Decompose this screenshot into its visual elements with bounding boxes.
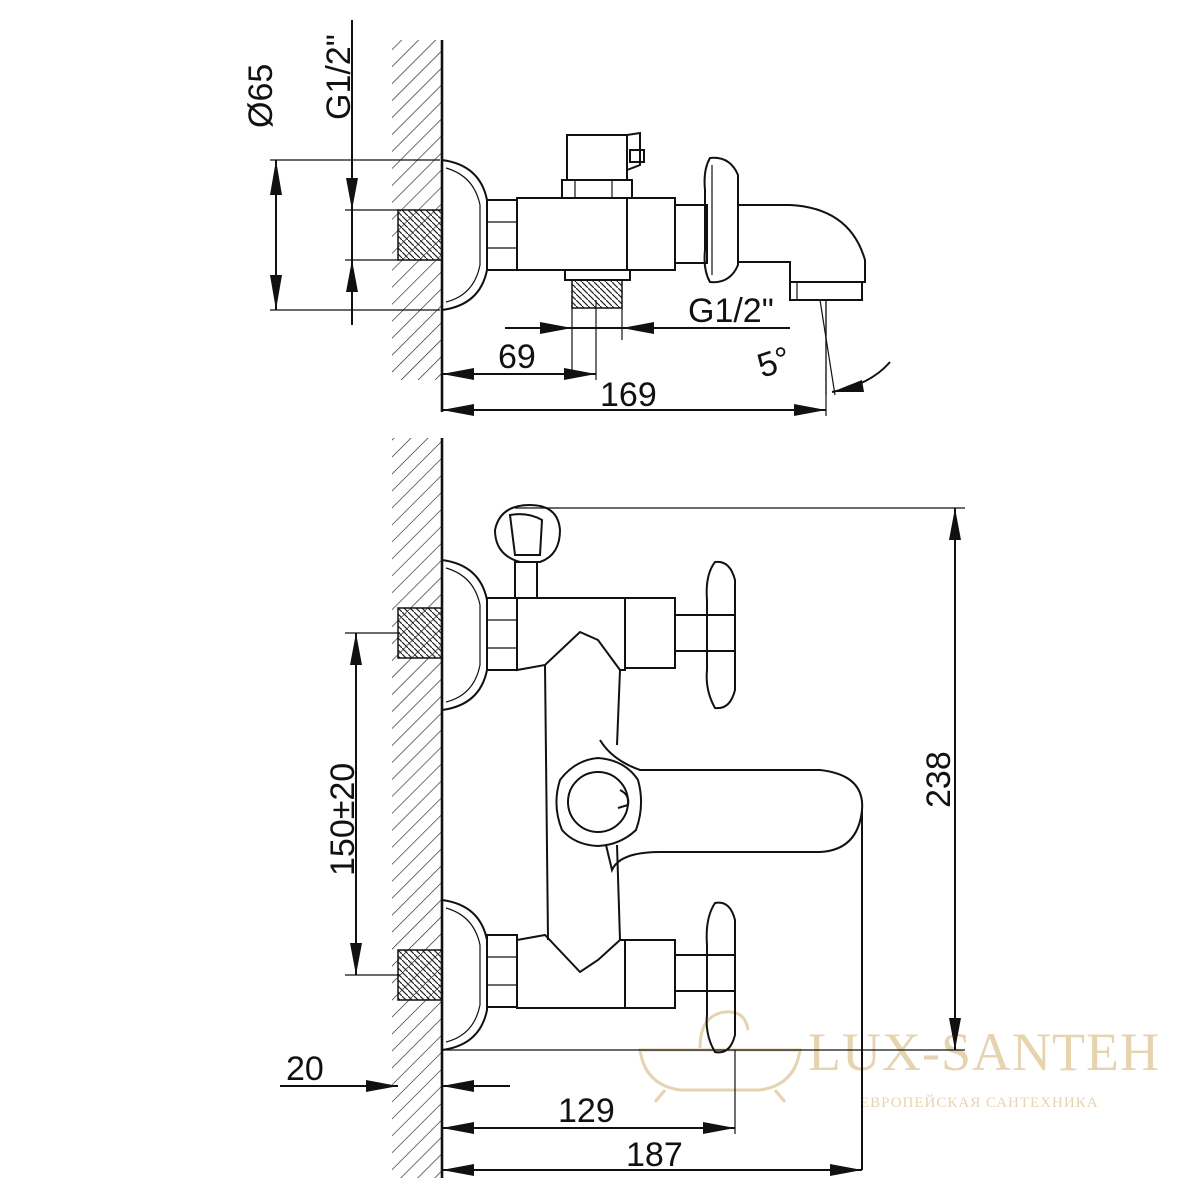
spout-top	[738, 204, 866, 301]
shower-holder	[493, 503, 562, 599]
dim-129-label: 129	[558, 1092, 615, 1130]
diverter-ring-front	[555, 756, 642, 848]
shower-outlet-top	[564, 269, 631, 309]
dim-187-label: 187	[626, 1136, 683, 1174]
watermark: LUX-SANTEH ЕВРОПЕЙСКАЯ САНТЕХНИКА	[638, 1010, 1160, 1111]
dim-outlet-thread-label: G1/2ʺ	[688, 292, 774, 330]
mixer-body-upper	[516, 597, 708, 672]
dim-diameter-label: Ø65	[242, 64, 280, 128]
mixer-body-top	[516, 197, 628, 271]
handle-wheel-upper	[705, 560, 736, 710]
inlet-thread-upper	[397, 607, 443, 659]
wall-hatch-front	[392, 438, 442, 1178]
front-view: 238 150±20 20 129 187	[280, 438, 965, 1178]
top-view: Ø65 G1/2ʺ G1/2ʺ 69 169 5°	[242, 20, 891, 416]
handle-wheel-top	[703, 156, 739, 284]
bathtub-logo-icon	[638, 1010, 802, 1103]
dim-20-label: 20	[286, 1050, 324, 1088]
dim-inlet-thread-label: G1/2ʺ	[320, 34, 358, 120]
watermark-tagline: ЕВРОПЕЙСКАЯ САНТЕХНИКА	[860, 1094, 1099, 1111]
watermark-brand: LUX-SANTEH	[808, 1022, 1160, 1082]
hex-nut-lower	[486, 934, 518, 1008]
dim-150-label: 150±20	[324, 763, 362, 876]
spout-front	[599, 739, 864, 1170]
dim-238-label: 238	[920, 751, 958, 808]
dim-angle-label: 5°	[753, 339, 796, 385]
hex-nut-upper	[486, 597, 518, 671]
inlet-thread-lower	[397, 949, 443, 1001]
handle-wheel-lower	[705, 901, 736, 1054]
inlet-thread-top	[397, 209, 443, 261]
mixer-body-lower	[516, 933, 708, 1009]
dim-69-label: 69	[498, 338, 536, 376]
diverter-knob-top	[561, 131, 645, 199]
hex-nut-top	[486, 199, 518, 271]
dim-169-label: 169	[600, 376, 657, 414]
